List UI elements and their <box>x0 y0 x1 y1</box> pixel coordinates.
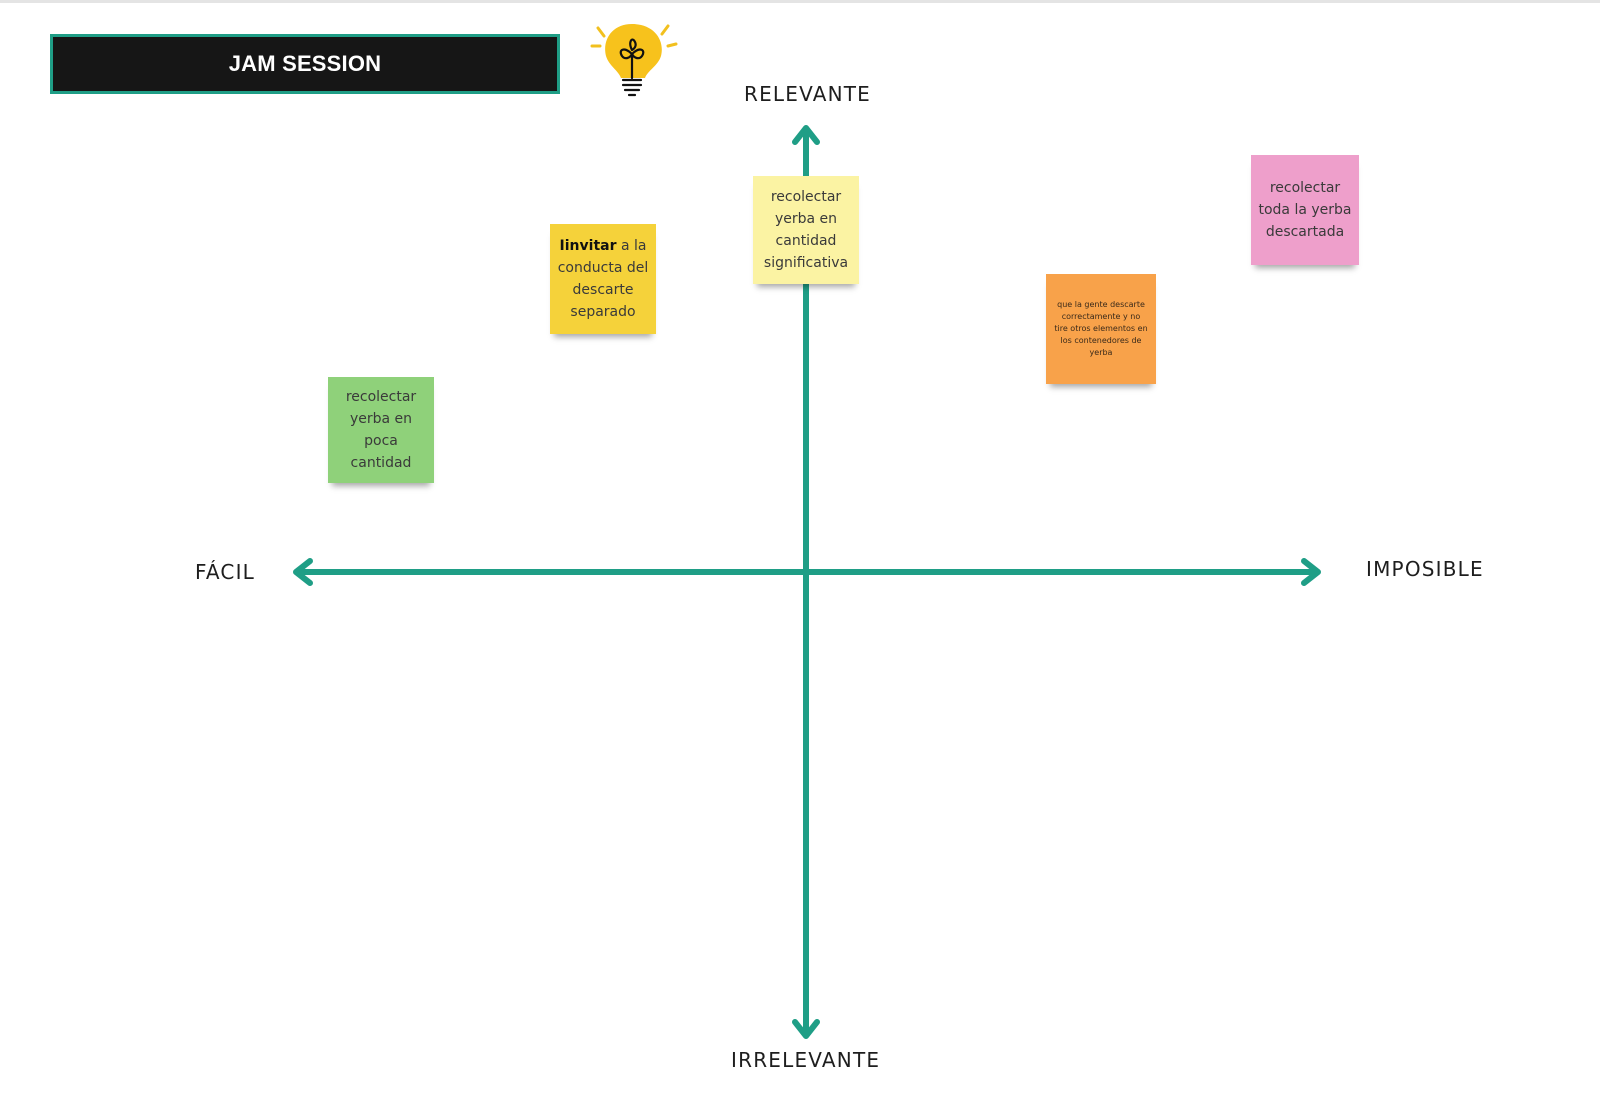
sticky-note-body: recolectar toda la yerba descartada <box>1258 180 1352 240</box>
axis-label-bottom: IRRELEVANTE <box>731 1048 881 1072</box>
sticky-note-body: recolectar yerba en poca cantidad <box>345 389 417 471</box>
sticky-note[interactable]: Iinvitar a la conducta del descarte sepa… <box>550 224 656 334</box>
lightbulb-icon <box>590 24 678 97</box>
sticky-note-text: que la gente descarte correctamente y no… <box>1054 299 1148 359</box>
arrow-left <box>293 558 313 586</box>
sticky-note-text: recolectar yerba en cantidad significati… <box>759 186 853 274</box>
axis-label-right: IMPOSIBLE <box>1366 557 1484 581</box>
sticky-note-body: recolectar yerba en cantidad significati… <box>763 189 849 271</box>
sticky-note-text: recolectar toda la yerba descartada <box>1257 177 1353 243</box>
top-border <box>0 0 1600 3</box>
title-banner[interactable]: JAM SESSION <box>50 34 560 94</box>
sticky-note[interactable]: recolectar toda la yerba descartada <box>1251 155 1359 265</box>
sticky-note-body: que la gente descarte correctamente y no… <box>1054 300 1148 357</box>
sticky-note-body: a la conducta del descarte separado <box>557 238 649 320</box>
sticky-note-text: Iinvitar a la conducta del descarte sepa… <box>556 235 650 323</box>
arrow-up <box>792 125 820 145</box>
sticky-note[interactable]: que la gente descarte correctamente y no… <box>1046 274 1156 384</box>
arrow-right <box>1301 558 1321 586</box>
sticky-note-text: recolectar yerba en poca cantidad <box>334 386 428 474</box>
axis-label-left: FÁCIL <box>195 560 256 584</box>
sticky-note-emphasis: Iinvitar <box>559 238 617 254</box>
arrow-down <box>792 1019 820 1039</box>
axis-label-top: RELEVANTE <box>744 82 872 106</box>
board-title: JAM SESSION <box>228 51 382 76</box>
sticky-note[interactable]: recolectar yerba en cantidad significati… <box>753 176 859 284</box>
sticky-note[interactable]: recolectar yerba en poca cantidad <box>328 377 434 483</box>
